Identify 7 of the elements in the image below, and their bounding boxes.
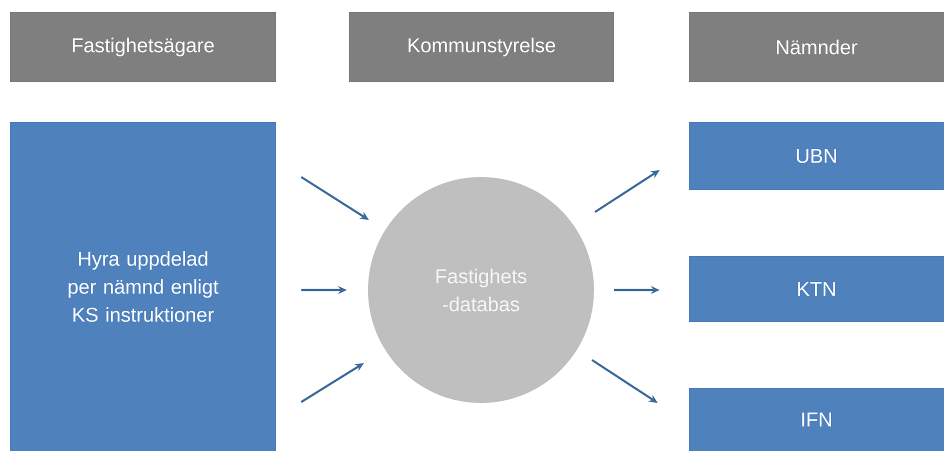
committee-box: KTN <box>689 256 944 322</box>
committee-box: IFN <box>689 388 944 451</box>
header-box: Kommunstyrelse <box>349 12 614 82</box>
process-box: Hyra uppdelad per nämnd enligt KS instruktioner <box>10 122 276 451</box>
header-box: Nämnder <box>689 12 944 82</box>
committee-box: UBN <box>689 122 944 190</box>
header-box: Fastighetsägare <box>10 12 276 82</box>
